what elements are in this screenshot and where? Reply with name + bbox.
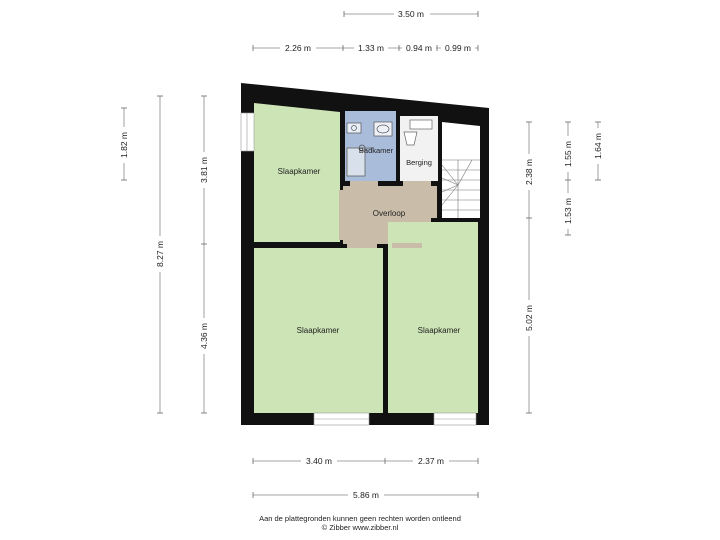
label-overloop: Overloop [373,209,406,218]
dim-right-outer-a: 1.55 m [563,141,573,167]
dim-top-c: 0.94 m [406,43,432,53]
dim-right-far: 1.64 m [593,133,603,159]
door-overloop-left [339,190,344,240]
staircase [441,159,480,218]
dim-bottom-a: 3.40 m [306,456,332,466]
dim-right-outer-b: 1.53 m [563,198,573,224]
label-berging: Berging [406,158,432,167]
dim-bottom-b: 2.37 m [418,456,444,466]
dim-left-outer-total: 8.27 m [155,241,165,267]
dim-right-a: 2.38 m [524,159,534,185]
footer-credit: © Zibber www.zibber.nl [321,523,399,532]
room-slaapkamer-right [388,222,478,413]
dimension-label-bg [118,8,604,501]
door-badkamer [350,181,378,186]
dimension-ticks [121,11,601,498]
dim-bottom-total: 5.86 m [353,490,379,500]
dim-left-inner-b: 4.36 m [199,323,209,349]
window-left [240,112,255,152]
label-slaapkamer-right: Slaapkamer [418,326,461,335]
label-slaapkamer-top: Slaapkamer [278,167,321,176]
door-berging [403,181,431,186]
dim-top-b: 1.33 m [358,43,384,53]
door-slaapkamer-right [392,243,422,248]
room-slaapkamer-top [254,103,340,242]
storage-fixtures [403,119,433,146]
room-slaapkamer-left [254,248,383,413]
footer-disclaimer: Aan de plattegronden kunnen geen rechten… [259,514,461,523]
dim-right-b: 5.02 m [524,305,534,331]
door-slaapkamer-left [347,243,377,248]
dim-top-d: 0.99 m [445,43,471,53]
dim-top-a: 2.26 m [285,43,311,53]
dim-left-outer-a: 1.82 m [119,132,129,158]
label-badkamer: Badkamer [359,146,394,155]
bathroom-fixtures [346,121,393,177]
label-slaapkamer-left: Slaapkamer [297,326,340,335]
dim-left-inner-a: 3.81 m [199,157,209,183]
dim-top-total: 3.50 m [398,9,424,19]
